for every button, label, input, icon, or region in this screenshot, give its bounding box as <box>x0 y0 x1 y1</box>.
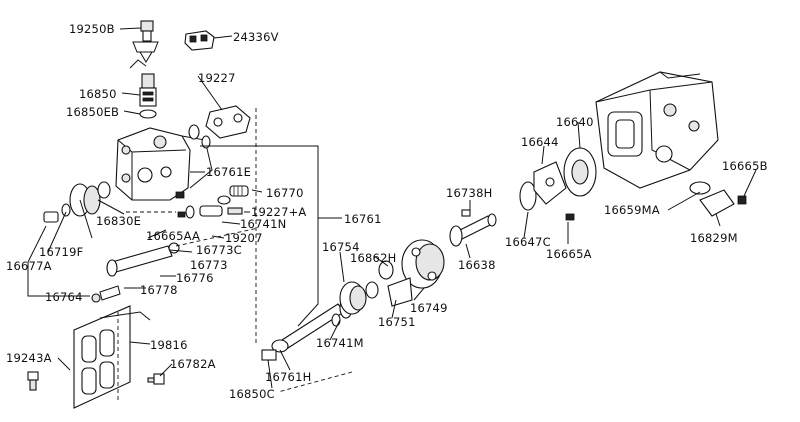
part-19816-bracket <box>73 305 151 409</box>
label-16850EB: 16850EB <box>66 105 119 119</box>
part-16647C-ring <box>519 181 537 211</box>
part-16638-drive-shaft <box>449 209 497 247</box>
part-19227A-screw <box>217 195 243 215</box>
label-16659MA: 16659MA <box>604 203 660 217</box>
alignment-dashed-lines <box>117 108 353 400</box>
part-16749-rotor <box>387 239 445 307</box>
part-16830E-coupler <box>43 181 111 223</box>
part-16850-injector <box>129 59 157 119</box>
label-16751: 16751 <box>378 315 416 329</box>
part-16665AA-screw <box>175 191 186 218</box>
label-16677A: 16677A <box>6 259 52 273</box>
label-16738H: 16738H <box>446 186 492 200</box>
part-19243A-bolt <box>27 371 39 391</box>
label-16741M: 16741M <box>316 336 364 350</box>
label-16829M: 16829M <box>690 231 738 245</box>
label-16761H: 16761H <box>265 370 311 384</box>
label-19250B: 19250B <box>69 22 115 36</box>
part-16665A-screw <box>565 213 575 221</box>
label-19243A: 19243A <box>6 351 52 365</box>
leader-lines <box>27 27 757 389</box>
part-pump-housing <box>595 71 719 189</box>
part-16829M-cover <box>699 189 735 217</box>
part-24336V-connector <box>184 30 215 51</box>
label-16773C: 16773C <box>196 243 242 257</box>
label-16761E: 16761E <box>206 165 251 179</box>
label-16862H: 16862H <box>350 251 396 265</box>
label-16770: 16770 <box>266 186 304 200</box>
label-16830E: 16830E <box>96 214 141 228</box>
label-24336V: 24336V <box>233 30 279 44</box>
label-16776: 16776 <box>176 271 214 285</box>
label-16761: 16761 <box>344 212 382 226</box>
part-16640-disc <box>563 147 597 197</box>
part-16644-plate <box>533 161 567 205</box>
label-19207: 19207 <box>225 231 263 245</box>
label-16754: 16754 <box>322 240 360 254</box>
part-16754-governor <box>339 260 394 315</box>
label-16850C: 16850C <box>229 387 275 401</box>
label-16782A: 16782A <box>170 357 216 371</box>
label-19816: 19816 <box>150 338 188 352</box>
label-16850: 16850 <box>79 87 117 101</box>
part-19227-cover-plate <box>188 105 251 149</box>
label-16749: 16749 <box>410 301 448 315</box>
label-16647C: 16647C <box>505 235 551 249</box>
label-16719F: 16719F <box>39 245 83 259</box>
part-16782A-bolt <box>147 373 165 385</box>
label-16665A: 16665A <box>546 247 592 261</box>
part-16665B-screw <box>737 195 747 205</box>
part-number-labels: 19250B 24336V 19227 16850 16850EB 16761E… <box>6 22 768 401</box>
label-19227A: 19227+A <box>251 205 307 219</box>
label-16665B: 16665B <box>722 159 768 173</box>
label-19227: 19227 <box>198 71 236 85</box>
part-pump-head <box>115 127 213 201</box>
part-19207-plunger <box>185 205 223 219</box>
part-16770-spring <box>229 185 249 197</box>
part-19250B-bolt <box>132 20 159 63</box>
part-16741M-shaft <box>261 297 353 361</box>
label-16773: 16773 <box>190 258 228 272</box>
label-16741N: 16741N <box>240 217 286 231</box>
label-16778: 16778 <box>140 283 178 297</box>
part-16659MA-gasket <box>689 181 711 195</box>
label-16764: 16764 <box>45 290 83 304</box>
label-16638: 16638 <box>458 258 496 272</box>
label-16665AA: 16665AA <box>146 229 200 243</box>
label-16640: 16640 <box>556 115 594 129</box>
label-16644: 16644 <box>521 135 559 149</box>
